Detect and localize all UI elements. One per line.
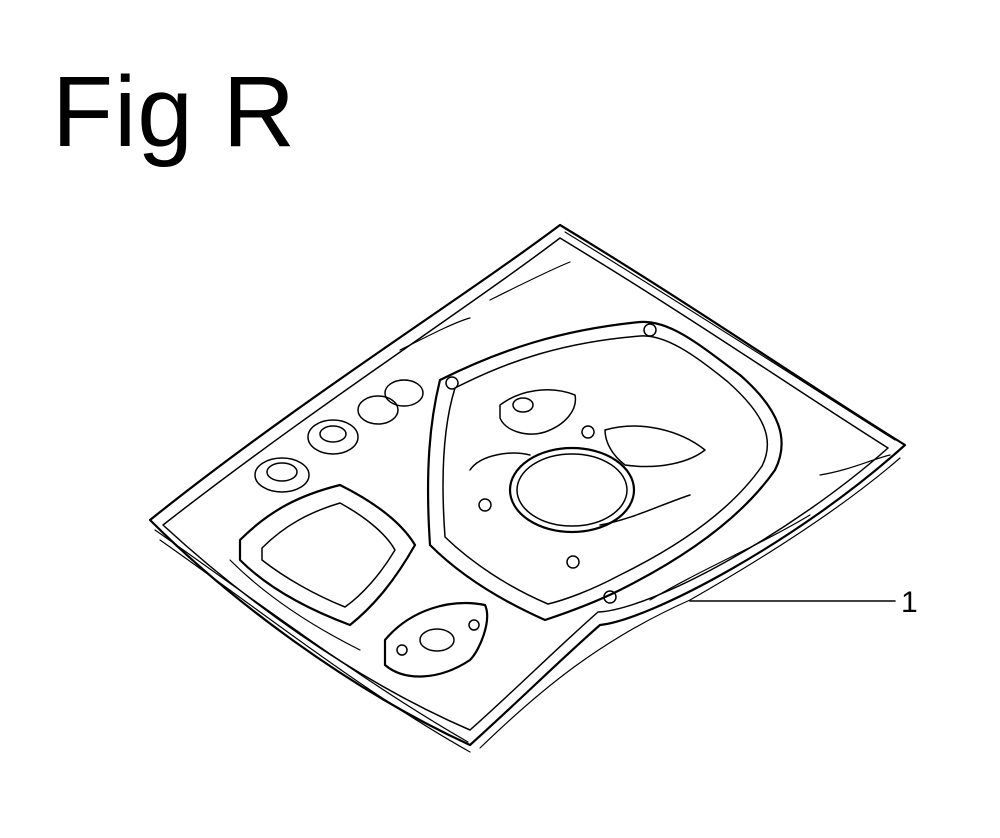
figure-title: Fig R — [52, 56, 296, 168]
callout-label: 1 — [901, 586, 918, 619]
oval-flange-gasket — [383, 601, 489, 678]
washer-set — [254, 379, 424, 493]
rectangular-gasket — [238, 483, 417, 627]
head-gasket — [426, 320, 783, 622]
gasket-sheet — [148, 223, 907, 753]
